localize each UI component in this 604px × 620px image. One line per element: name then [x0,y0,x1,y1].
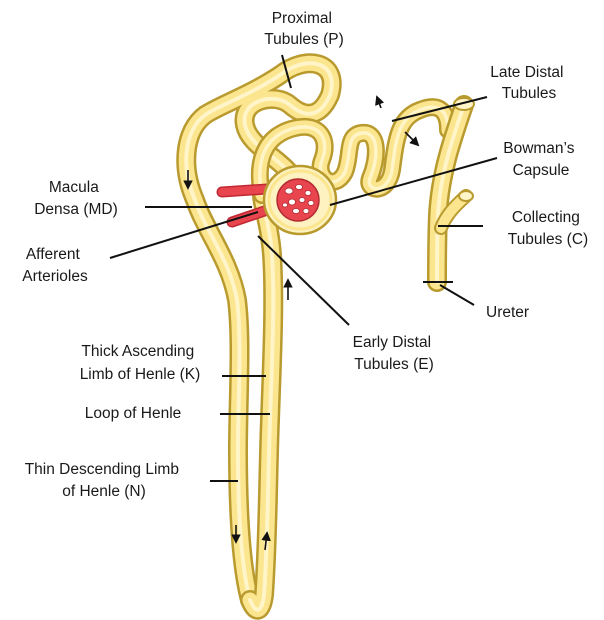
label-loop-of-henle: Loop of Henle [85,405,182,422]
label-thin-descending: Thin Descending Limb of Henle (N) [25,461,184,500]
labels: Proximal Tubules (P) Late Distal Tubules… [22,10,588,500]
label-late-distal: Late Distal Tubules [490,64,568,102]
label-bowmans-capsule: Bowman’s Capsule [503,140,579,179]
label-collecting-tubules: Collecting Tubules (C) [508,209,588,248]
label-ureter: Ureter [486,304,529,321]
label-thick-ascending: Thick Ascending Limb of Henle (K) [80,343,201,383]
flow-arrow-distal-up [377,97,381,108]
label-proximal: Proximal Tubules (P) [264,10,344,48]
leader-ureter [440,285,474,305]
label-macula-densa: Macula Densa (MD) [34,179,118,218]
label-afferent-arterioles: Afferent Arterioles [22,246,88,285]
label-early-distal: Early Distal Tubules (E) [353,334,436,373]
leader-afferent [110,212,258,258]
glomerulus [277,179,319,221]
flow-arrow-distal-down [405,132,418,145]
collecting-branch-end [459,191,473,201]
